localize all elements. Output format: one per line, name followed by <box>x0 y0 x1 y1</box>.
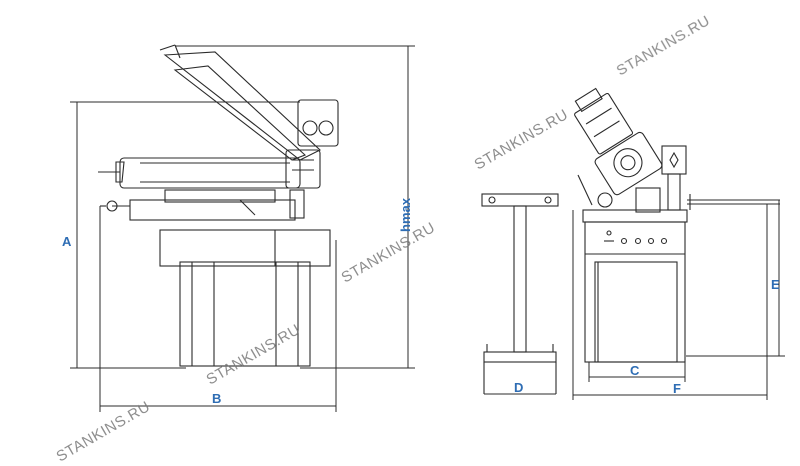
dimension-label-a: A <box>62 234 72 249</box>
watermark-3: STANKINS.RU <box>339 219 439 286</box>
side-view-raised-frame <box>163 51 321 161</box>
side-view-dimensions <box>70 45 415 412</box>
side-view-saw-arm <box>119 157 301 189</box>
watermark-1: STANKINS.RU <box>54 398 154 465</box>
front-view-cabinet <box>584 221 686 363</box>
front-view-dimensions <box>572 200 785 400</box>
stand-column <box>513 205 527 353</box>
dimension-label-b: B <box>212 391 221 406</box>
watermark-2: STANKINS.RU <box>204 321 304 388</box>
front-view <box>574 87 780 363</box>
dimension-label-hmax: hmax <box>398 197 413 232</box>
dimension-label-f: F <box>673 381 681 396</box>
side-view-vise <box>129 199 296 221</box>
dimension-label-c: C <box>630 363 640 378</box>
watermarks: STANKINS.RU STANKINS.RU STANKINS.RU STAN… <box>54 12 714 465</box>
front-view-table <box>582 209 688 223</box>
side-view-stand <box>179 261 311 367</box>
stand-view <box>481 193 559 394</box>
stand-top-plate <box>481 193 559 207</box>
side-view <box>98 44 339 367</box>
stand-base-plate <box>483 351 557 363</box>
watermark-5: STANKINS.RU <box>614 12 714 79</box>
front-view-control-panel <box>661 145 687 175</box>
dimension-label-d: D <box>514 380 523 395</box>
dimension-label-e: E <box>771 277 780 292</box>
watermark-4: STANKINS.RU <box>472 106 572 173</box>
front-view-saw-head <box>574 87 663 196</box>
dimension-labels: A B hmax C D E F <box>62 197 780 406</box>
side-view-base <box>159 229 331 267</box>
side-view-motor <box>297 99 339 147</box>
